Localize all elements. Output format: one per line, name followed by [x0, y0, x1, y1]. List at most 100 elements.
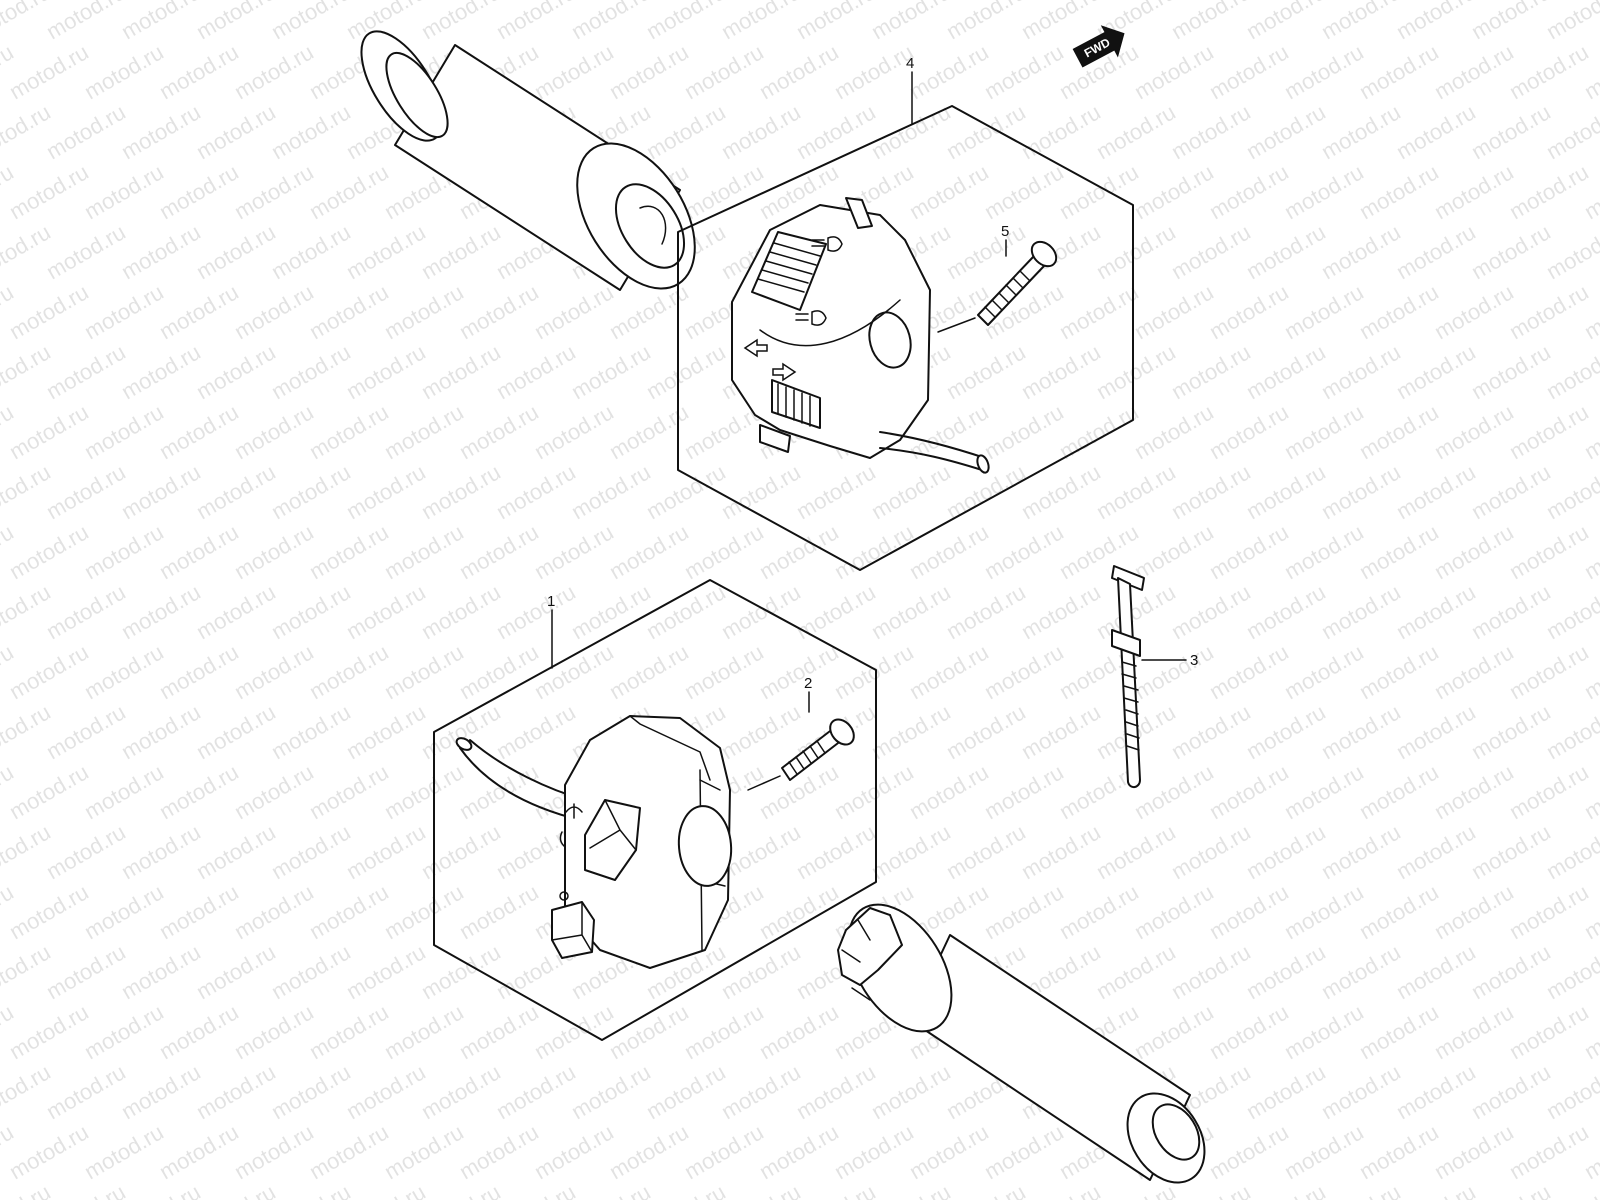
watermark-text: motod.ru: [192, 1059, 280, 1124]
watermark-text: motod.ru: [980, 39, 1068, 104]
watermark-text: motod.ru: [305, 759, 393, 824]
watermark-text: motod.ru: [230, 759, 318, 824]
watermark-text: motod.ru: [305, 1119, 393, 1184]
watermark-text: motod.ru: [717, 579, 805, 644]
watermark-text: motod.ru: [830, 39, 918, 104]
watermark-text: motod.ru: [1242, 579, 1330, 644]
watermark-text: motod.ru: [1317, 699, 1405, 764]
watermark-text: motod.ru: [1392, 819, 1480, 884]
watermark-text: motod.ru: [1542, 819, 1600, 884]
watermark-text: motod.ru: [0, 459, 55, 524]
watermark-text: motod.ru: [305, 159, 393, 224]
watermark-text: motod.ru: [1355, 399, 1443, 464]
watermark-text: motod.ru: [1130, 519, 1218, 584]
watermark-text: motod.ru: [1092, 99, 1180, 164]
watermark-text: motod.ru: [42, 699, 130, 764]
watermark-text: motod.ru: [342, 1179, 430, 1200]
watermark-text: motod.ru: [342, 459, 430, 524]
watermark-text: motod.ru: [155, 1119, 243, 1184]
watermark-text: motod.ru: [1280, 1119, 1368, 1184]
watermark-text: motod.ru: [1092, 819, 1180, 884]
watermark-text: motod.ru: [1542, 459, 1600, 524]
left-handlebar-grip: [360, 30, 696, 291]
watermark-text: motod.ru: [417, 819, 505, 884]
callout-5: 5: [1001, 223, 1009, 240]
watermark-text: motod.ru: [80, 279, 168, 344]
screw-axis-line: [747, 775, 781, 791]
watermark-text: motod.ru: [1355, 159, 1443, 224]
watermark-text: motod.ru: [1430, 999, 1518, 1064]
watermark-text: motod.ru: [980, 399, 1068, 464]
watermark-text: motod.ru: [792, 1179, 880, 1200]
watermark-text: motod.ru: [1542, 579, 1600, 644]
watermark-text: motod.ru: [567, 1059, 655, 1124]
left-handlebar-switch-icon: [455, 715, 733, 969]
watermark-text: motod.ru: [417, 459, 505, 524]
watermark-text: motod.ru: [455, 639, 543, 704]
watermark-text: motod.ru: [0, 219, 55, 284]
watermark-text: motod.ru: [1505, 159, 1593, 224]
watermark-text: motod.ru: [642, 99, 730, 164]
watermark-text: motod.ru: [117, 939, 205, 1004]
watermark-text: motod.ru: [792, 99, 880, 164]
watermark-text: motod.ru: [680, 39, 768, 104]
watermark-text: motod.ru: [80, 399, 168, 464]
watermark-text: motod.ru: [905, 639, 993, 704]
watermark-text: motod.ru: [1542, 219, 1600, 284]
watermark-text: motod.ru: [680, 999, 768, 1064]
watermark-text: motod.ru: [1467, 459, 1555, 524]
watermark-text: motod.ru: [755, 1119, 843, 1184]
watermark-text: motod.ru: [830, 639, 918, 704]
watermark-text: motod.ru: [1392, 939, 1480, 1004]
watermark-text: motod.ru: [567, 1179, 655, 1200]
watermark-text: motod.ru: [1355, 1119, 1443, 1184]
watermark-text: motod.ru: [192, 699, 280, 764]
screw-axis-line: [937, 317, 976, 333]
watermark-text: motod.ru: [792, 1059, 880, 1124]
watermark-text: motod.ru: [867, 1179, 955, 1200]
watermark-text: motod.ru: [530, 279, 618, 344]
watermark-text: motod.ru: [0, 1059, 55, 1124]
callout-2: 2: [804, 675, 812, 692]
watermark-text: motod.ru: [5, 519, 93, 584]
watermark-text: motod.ru: [1242, 459, 1330, 524]
watermark-text: motod.ru: [1017, 339, 1105, 404]
watermark-text: motod.ru: [342, 1059, 430, 1124]
watermark-text: motod.ru: [830, 519, 918, 584]
watermark-text: motod.ru: [530, 1119, 618, 1184]
watermark-text: motod.ru: [530, 399, 618, 464]
watermark-text: motod.ru: [0, 819, 55, 884]
watermark-text: motod.ru: [605, 519, 693, 584]
watermark-text: motod.ru: [42, 459, 130, 524]
watermark-text: motod.ru: [755, 999, 843, 1064]
watermark-text: motod.ru: [230, 399, 318, 464]
watermark-text: motod.ru: [380, 519, 468, 584]
watermark-text: motod.ru: [1317, 459, 1405, 524]
watermark-text: motod.ru: [1317, 579, 1405, 644]
watermark-text: motod.ru: [5, 399, 93, 464]
watermark-text: motod.ru: [117, 1179, 205, 1200]
watermark-text: motod.ru: [492, 459, 580, 524]
watermark-text: motod.ru: [342, 819, 430, 884]
watermark-text: motod.ru: [305, 999, 393, 1064]
watermark-text: motod.ru: [1017, 99, 1105, 164]
watermark-text: motod.ru: [530, 519, 618, 584]
watermark-text: motod.ru: [492, 579, 580, 644]
watermark-text: motod.ru: [1505, 39, 1593, 104]
watermark-text: motod.ru: [1092, 459, 1180, 524]
watermark-text: motod.ru: [980, 519, 1068, 584]
watermark-text: motod.ru: [980, 1119, 1068, 1184]
watermark-text: motod.ru: [1430, 39, 1518, 104]
right-handlebar-throttle-grip: [837, 903, 1206, 1184]
watermark-text: motod.ru: [192, 579, 280, 644]
watermark-text: motod.ru: [1205, 519, 1293, 584]
watermark-text: motod.ru: [1430, 759, 1518, 824]
watermark-text: motod.ru: [1467, 1179, 1555, 1200]
watermark-text: motod.ru: [1055, 279, 1143, 344]
watermark-text: motod.ru: [1167, 819, 1255, 884]
watermark-text: motod.ru: [642, 339, 730, 404]
watermark-text: motod.ru: [1205, 879, 1293, 944]
watermark-text: motod.ru: [1242, 99, 1330, 164]
watermark-text: motod.ru: [1505, 639, 1593, 704]
watermark-text: motod.ru: [755, 519, 843, 584]
